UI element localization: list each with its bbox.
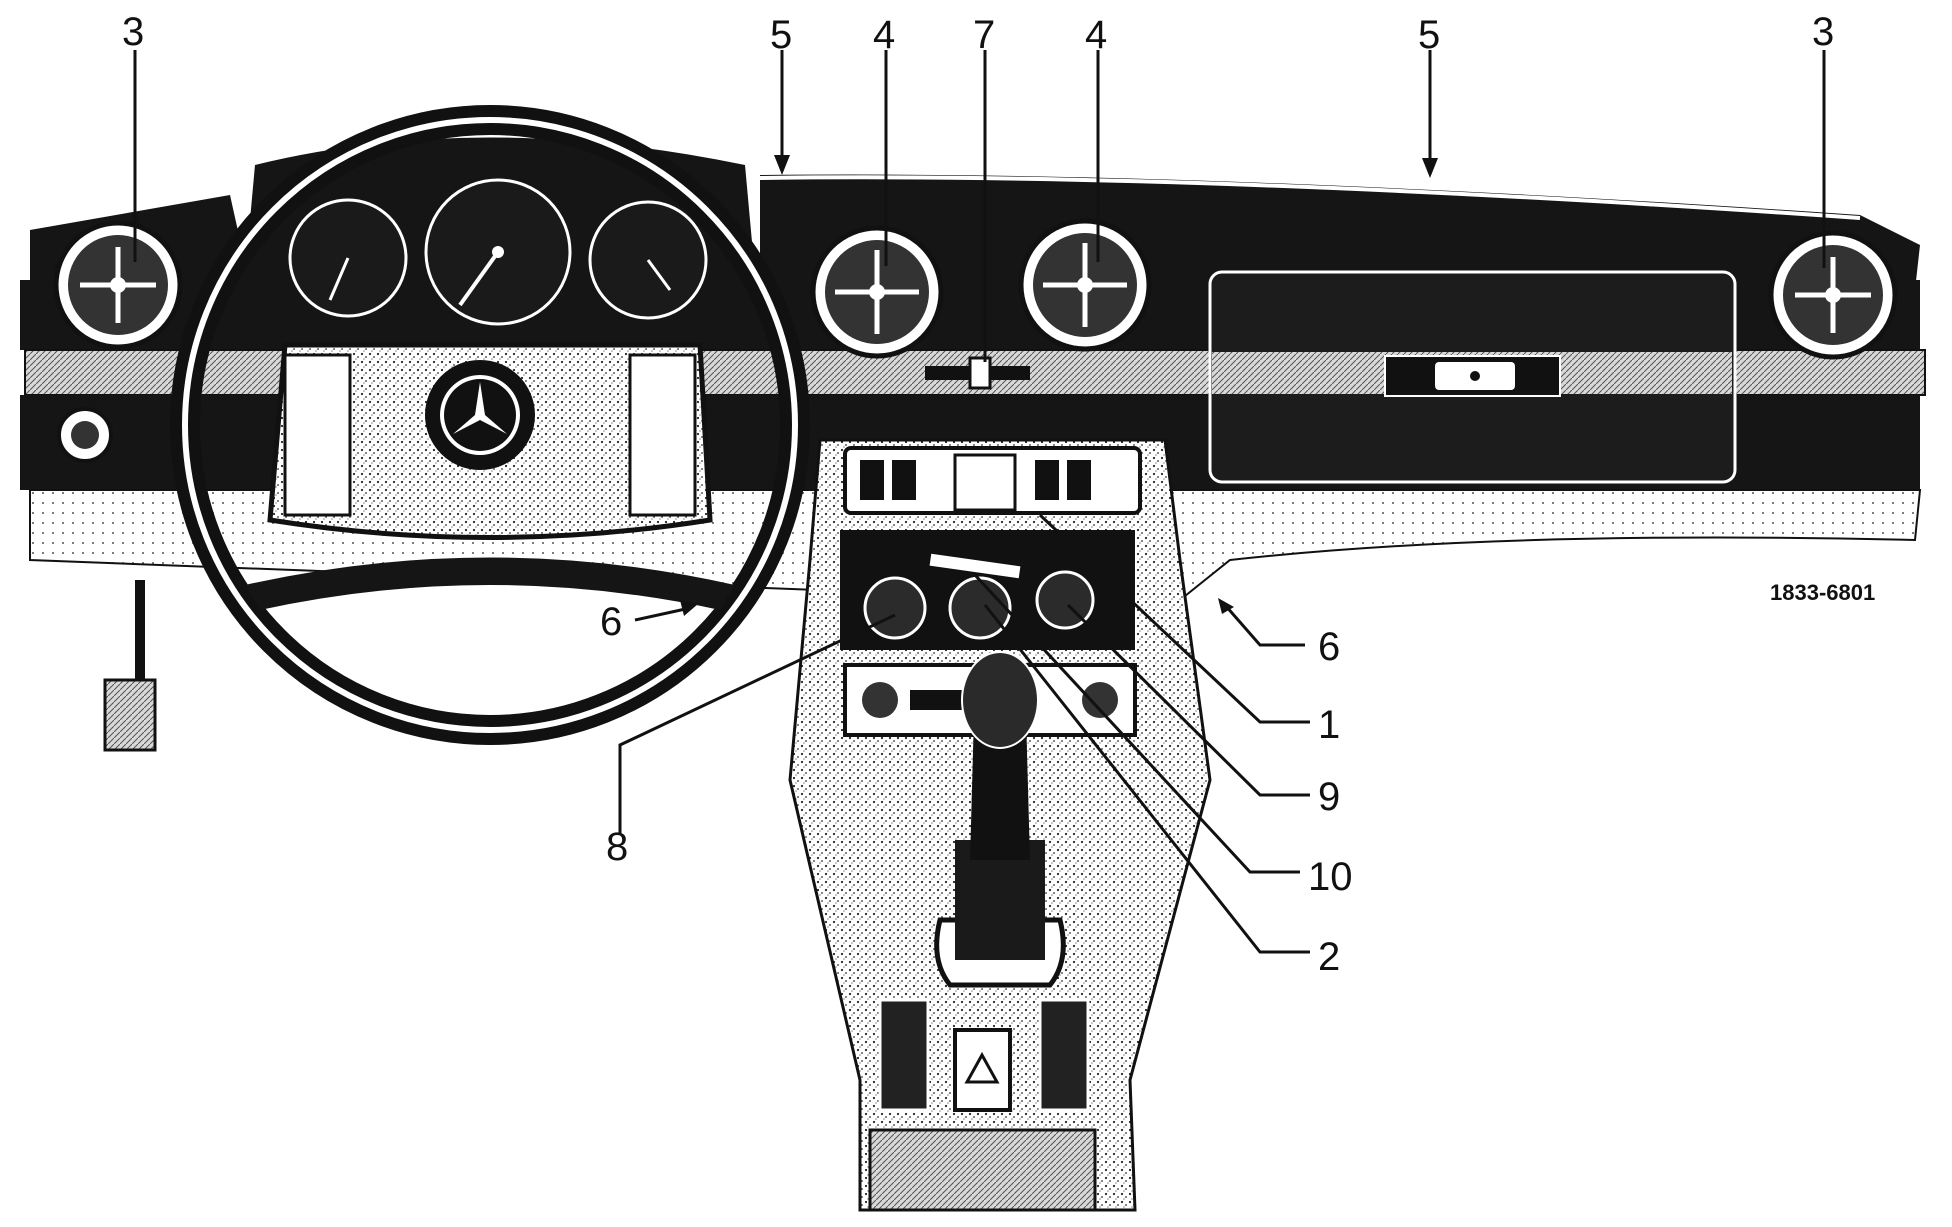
air-vent-center-left (810, 225, 944, 359)
callout-3-left: 3 (122, 10, 144, 54)
callout-5-right: 5 (1418, 13, 1440, 57)
callout-6-left: 6 (600, 600, 622, 644)
center-console (788, 438, 1212, 1212)
left-switch-panel (57, 407, 113, 463)
callout-9: 9 (1318, 775, 1340, 819)
air-vent-right (1768, 230, 1898, 360)
air-vent-center-right (1018, 218, 1152, 352)
vent-control-slider (925, 356, 1030, 390)
callout-7: 7 (973, 13, 995, 57)
figure-number: 1833-6801 (1770, 580, 1875, 605)
callout-4-right: 4 (1085, 13, 1107, 57)
callout-3-right: 3 (1812, 10, 1834, 54)
leader-lines (133, 50, 1826, 954)
callout-2: 2 (1318, 935, 1340, 979)
air-vent-left (53, 220, 183, 350)
callout-1: 1 (1318, 703, 1340, 747)
instrument-cluster (240, 137, 760, 330)
callout-10: 10 (1308, 855, 1353, 899)
callout-5-left: 5 (770, 13, 792, 57)
steering-wheel (170, 105, 810, 745)
pedal (103, 580, 157, 752)
callouts: 3 5 4 7 4 5 3 6 6 1 9 8 10 2 1833-6801 (122, 10, 1875, 979)
callout-6-right: 6 (1318, 625, 1340, 669)
callout-4-left: 4 (873, 13, 895, 57)
callout-8: 8 (606, 825, 628, 869)
glovebox (1208, 270, 1737, 484)
